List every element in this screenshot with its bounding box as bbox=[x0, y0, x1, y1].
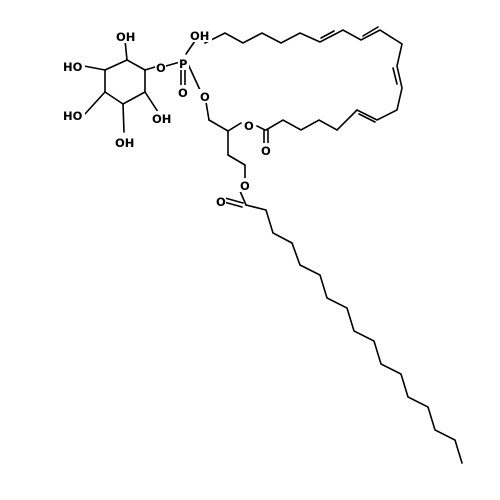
c-oh-bond bbox=[83, 91, 106, 116]
glycerol-bond bbox=[208, 119, 229, 132]
acyl-chain-sn1 bbox=[245, 204, 463, 464]
oxygen-label: O bbox=[244, 119, 254, 133]
ring-bond bbox=[104, 59, 128, 71]
label-layer: OH HO HO OH OH O P OH O O O O O bbox=[63, 28, 271, 209]
c-oh-bond bbox=[83, 65, 106, 71]
cis-double-bond bbox=[392, 67, 398, 85]
hydroxyl-label: OH bbox=[116, 30, 135, 44]
glycerol-bond bbox=[205, 101, 210, 121]
c-o-double-bond bbox=[224, 197, 244, 204]
oxygen-label: O bbox=[200, 90, 210, 104]
oxygen-label: O bbox=[240, 179, 250, 193]
acyl-chain-sn2 bbox=[204, 29, 403, 131]
hydroxyl-label: HO bbox=[63, 109, 83, 123]
oxygen-label: O bbox=[261, 144, 271, 158]
cis-double-bond bbox=[362, 26, 379, 37]
ring-bond bbox=[122, 91, 146, 105]
cis-double-bond bbox=[320, 30, 335, 39]
phosphorus-label: P bbox=[179, 57, 187, 71]
c-o-double-bond bbox=[223, 201, 243, 208]
bond-layer bbox=[83, 26, 463, 464]
hydroxyl-label: OH bbox=[152, 112, 171, 126]
ring-bond bbox=[126, 59, 146, 71]
c-o-bond bbox=[227, 122, 242, 132]
hydroxyl-label: OH bbox=[115, 136, 134, 150]
c-o-bond bbox=[144, 66, 156, 71]
c-oh-bond bbox=[122, 103, 125, 133]
glycerol-bond bbox=[227, 154, 246, 166]
cis-double-bond bbox=[358, 113, 376, 123]
o-c-bond bbox=[239, 190, 247, 206]
c-oh-bond bbox=[124, 39, 128, 61]
oxygen-label: O bbox=[156, 61, 166, 75]
oxygen-label: O bbox=[178, 86, 188, 100]
o-p-bond bbox=[165, 61, 181, 67]
p-o-bond bbox=[187, 63, 201, 91]
oxygen-label: O bbox=[216, 195, 226, 209]
hydroxyl-label: HO bbox=[63, 60, 83, 74]
ring-bond bbox=[104, 91, 124, 105]
hydroxyl-label: OH bbox=[190, 29, 209, 43]
